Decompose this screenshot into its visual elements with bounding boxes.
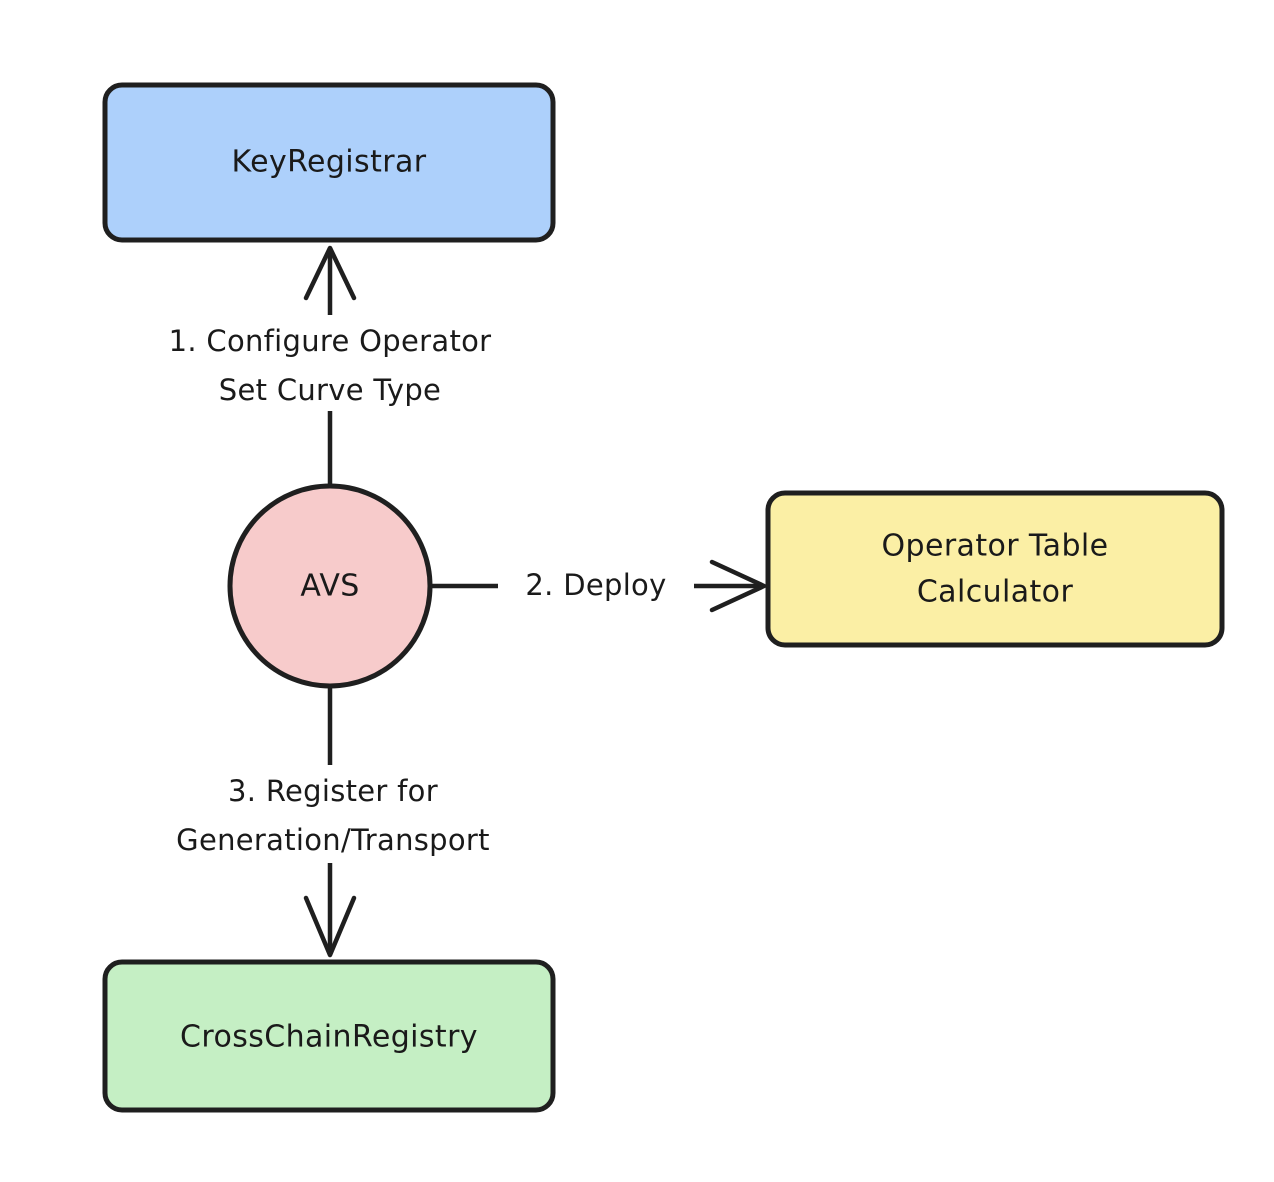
edge-3-label-line2: Generation/Transport bbox=[176, 823, 490, 857]
crosschainregistry-label: CrossChainRegistry bbox=[180, 1020, 478, 1055]
avs-label: AVS bbox=[300, 569, 359, 604]
edge-1-label-backdrop bbox=[112, 315, 552, 411]
edge-3-arrowhead-down bbox=[303, 895, 357, 958]
edge-avs-to-keyregistrar[interactable]: 1. Configure Operator Set Curve Type bbox=[112, 245, 552, 489]
node-avs[interactable]: AVS bbox=[227, 483, 433, 689]
edge-1-label-line2: Set Curve Type bbox=[219, 373, 441, 407]
edge-3-label-backdrop bbox=[100, 765, 566, 863]
node-keyregistrar[interactable]: KeyRegistrar bbox=[102, 82, 556, 243]
node-operator-table-calculator[interactable]: Operator Table Calculator bbox=[765, 490, 1225, 648]
edge-1-arrowhead-up bbox=[303, 245, 357, 301]
operator-table-calculator-box bbox=[765, 490, 1225, 648]
edge-avs-to-operator-table-calculator[interactable]: 2. Deploy bbox=[427, 559, 767, 613]
operator-table-calculator-label-line1: Operator Table bbox=[882, 529, 1109, 564]
edge-2-label-backdrop bbox=[498, 562, 694, 612]
keyregistrar-label: KeyRegistrar bbox=[232, 145, 427, 180]
crosschainregistry-box bbox=[102, 959, 556, 1113]
edge-3-label-line1: 3. Register for bbox=[228, 774, 438, 808]
edge-avs-to-crosschainregistry[interactable]: 3. Register for Generation/Transport bbox=[100, 683, 566, 958]
edge-2-arrowhead-right bbox=[709, 559, 767, 613]
avs-circle bbox=[227, 483, 433, 689]
node-crosschainregistry[interactable]: CrossChainRegistry bbox=[102, 959, 556, 1113]
operator-table-calculator-label-line2: Calculator bbox=[917, 575, 1074, 610]
keyregistrar-box bbox=[102, 82, 556, 243]
edge-2-label-line1: 2. Deploy bbox=[525, 568, 666, 602]
edge-1-label-line1: 1. Configure Operator bbox=[169, 324, 492, 358]
